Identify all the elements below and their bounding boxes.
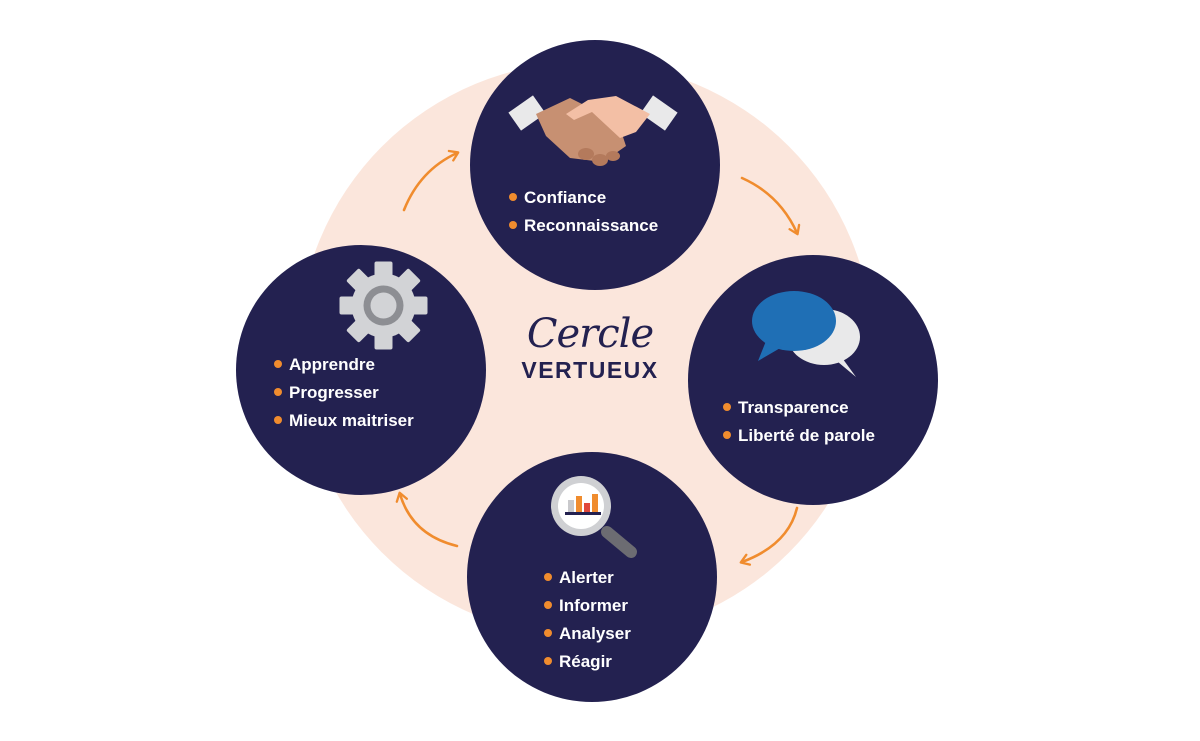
handshake-icon [508,62,678,177]
list-item: Progresser [274,379,414,407]
list-item: Analyser [544,620,631,648]
transparency-list: Transparence Liberté de parole [723,394,875,450]
magnifier-chart-icon [545,474,640,559]
bullet-dot [509,193,517,201]
list-item: Apprendre [274,351,414,379]
node-transparency: Transparence Liberté de parole [688,255,938,505]
bullet-dot [723,431,731,439]
bullet-dot [509,221,517,229]
node-learning: Apprendre Progresser Mieux maitriser [236,245,486,495]
list-item: Transparence [723,394,875,422]
bullet-dot [544,629,552,637]
list-item: Réagir [544,648,631,676]
bullet-dot [544,601,552,609]
bullet-dot [274,360,282,368]
speech-bubbles-icon [748,285,868,380]
bullet-dot [274,416,282,424]
node-trust: Confiance Reconnaissance [470,40,720,290]
trust-list: Confiance Reconnaissance [509,184,658,240]
list-item: Liberté de parole [723,422,875,450]
arrow-bottom-to-left [395,491,459,548]
title-script: Cercle [526,311,654,357]
list-item: Reconnaissance [509,212,658,240]
list-item: Mieux maitriser [274,407,414,435]
learning-list: Apprendre Progresser Mieux maitriser [274,351,414,435]
bullet-dot [723,403,731,411]
list-item: Informer [544,592,631,620]
bullet-dot [544,657,552,665]
list-item: Confiance [509,184,658,212]
bullet-dot [544,573,552,581]
monitoring-list: Alerter Informer Analyser Réagir [544,564,631,676]
gear-icon [336,258,431,353]
arrow-top-to-right [740,176,801,236]
title-caps: VERTUEUX [521,357,659,383]
center-title: Cercle VERTUEUX [490,312,690,384]
arrow-right-to-bottom [739,506,799,566]
bullet-dot [274,388,282,396]
node-monitoring: Alerter Informer Analyser Réagir [467,452,717,702]
list-item: Alerter [544,564,631,592]
arrow-left-to-top [402,149,460,212]
